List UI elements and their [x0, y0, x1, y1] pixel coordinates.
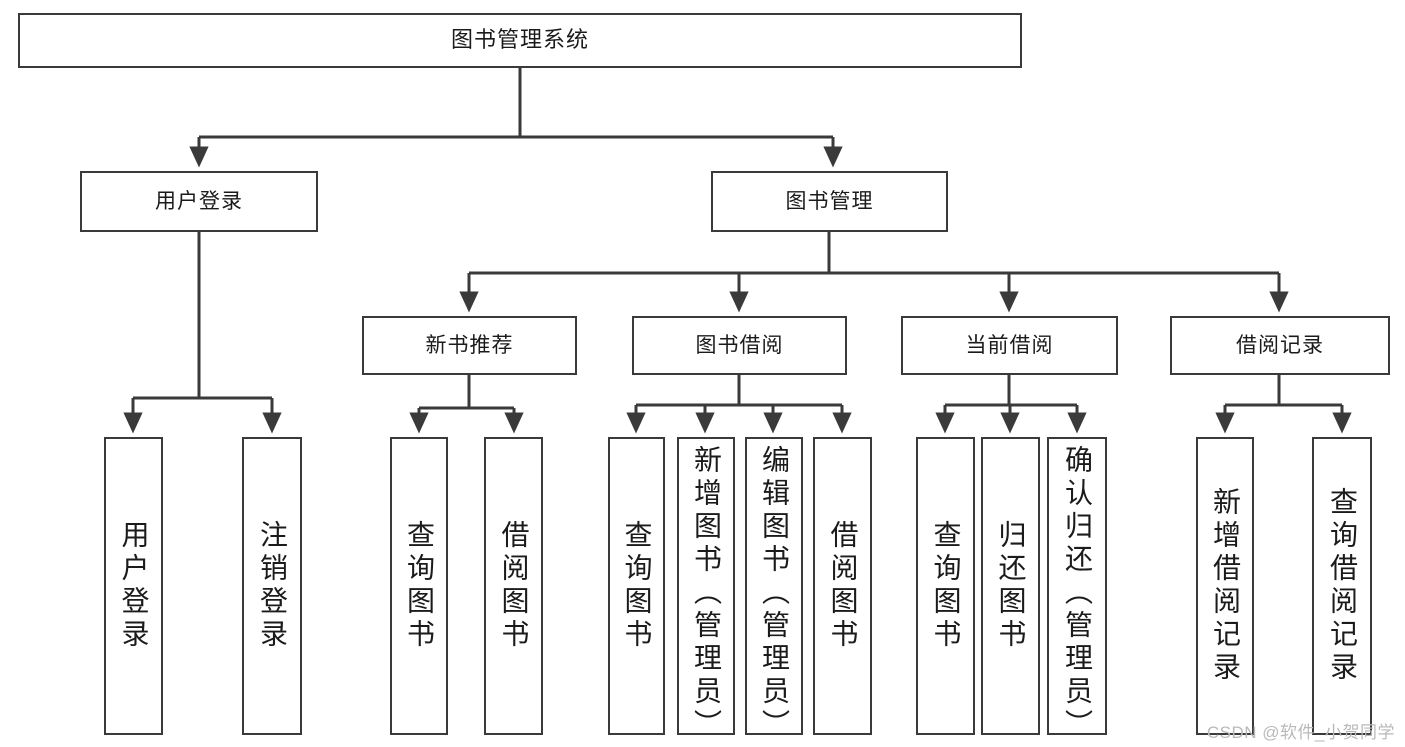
node-leaf-query-book-1[interactable]: 查询图书	[390, 437, 448, 735]
node-leaf-add-borrow-record-label: 新增借阅记录	[1210, 487, 1241, 685]
node-leaf-user-login[interactable]: 用户登录	[104, 437, 163, 735]
node-leaf-query-book-3-label: 查询图书	[930, 520, 962, 652]
node-leaf-confirm-return-admin-label: 确认归还（管理员）	[1062, 445, 1093, 742]
node-leaf-return-book[interactable]: 归还图书	[981, 437, 1040, 735]
node-leaf-borrow-book-1-label: 借阅图书	[498, 520, 530, 652]
node-leaf-query-book-2[interactable]: 查询图书	[608, 437, 665, 735]
node-leaf-borrow-book-2-label: 借阅图书	[827, 520, 859, 652]
node-book-management-label: 图书管理	[785, 189, 874, 213]
node-root[interactable]: 图书管理系统	[18, 13, 1022, 68]
node-leaf-borrow-book-2[interactable]: 借阅图书	[813, 437, 872, 735]
node-leaf-edit-book-admin-label: 编辑图书（管理员）	[759, 445, 790, 742]
node-leaf-confirm-return-admin[interactable]: 确认归还（管理员）	[1047, 437, 1107, 742]
node-new-book-recommend-label: 新书推荐	[425, 333, 514, 357]
node-leaf-query-book-2-label: 查询图书	[621, 520, 653, 652]
node-book-borrow-label: 图书借阅	[695, 333, 784, 357]
node-leaf-query-book-1-label: 查询图书	[404, 520, 435, 652]
node-leaf-logout[interactable]: 注销登录	[242, 437, 302, 735]
node-leaf-return-book-label: 归还图书	[995, 520, 1027, 652]
node-leaf-add-borrow-record[interactable]: 新增借阅记录	[1196, 437, 1254, 735]
node-leaf-user-login-label: 用户登录	[118, 520, 150, 652]
node-leaf-query-borrow-record-label: 查询借阅记录	[1327, 487, 1358, 685]
node-leaf-add-book-admin[interactable]: 新增图书（管理员）	[677, 437, 735, 742]
node-current-borrow-label: 当前借阅	[965, 333, 1054, 357]
node-leaf-query-book-3[interactable]: 查询图书	[916, 437, 975, 735]
watermark-text: CSDN @软件_小贺同学	[1206, 723, 1395, 742]
node-borrow-record[interactable]: 借阅记录	[1170, 316, 1390, 375]
node-book-borrow[interactable]: 图书借阅	[632, 316, 847, 375]
node-new-book-recommend[interactable]: 新书推荐	[362, 316, 577, 375]
node-leaf-logout-label: 注销登录	[257, 520, 288, 652]
node-user-login[interactable]: 用户登录	[80, 171, 318, 232]
node-leaf-borrow-book-1[interactable]: 借阅图书	[484, 437, 543, 735]
node-leaf-edit-book-admin[interactable]: 编辑图书（管理员）	[745, 437, 803, 742]
node-borrow-record-label: 借阅记录	[1236, 333, 1324, 357]
node-leaf-add-book-admin-label: 新增图书（管理员）	[691, 445, 722, 742]
node-book-management[interactable]: 图书管理	[711, 171, 948, 232]
node-root-label: 图书管理系统	[450, 27, 589, 53]
node-leaf-query-borrow-record[interactable]: 查询借阅记录	[1312, 437, 1372, 735]
node-user-login-label: 用户登录	[155, 189, 243, 213]
node-current-borrow[interactable]: 当前借阅	[901, 316, 1118, 375]
